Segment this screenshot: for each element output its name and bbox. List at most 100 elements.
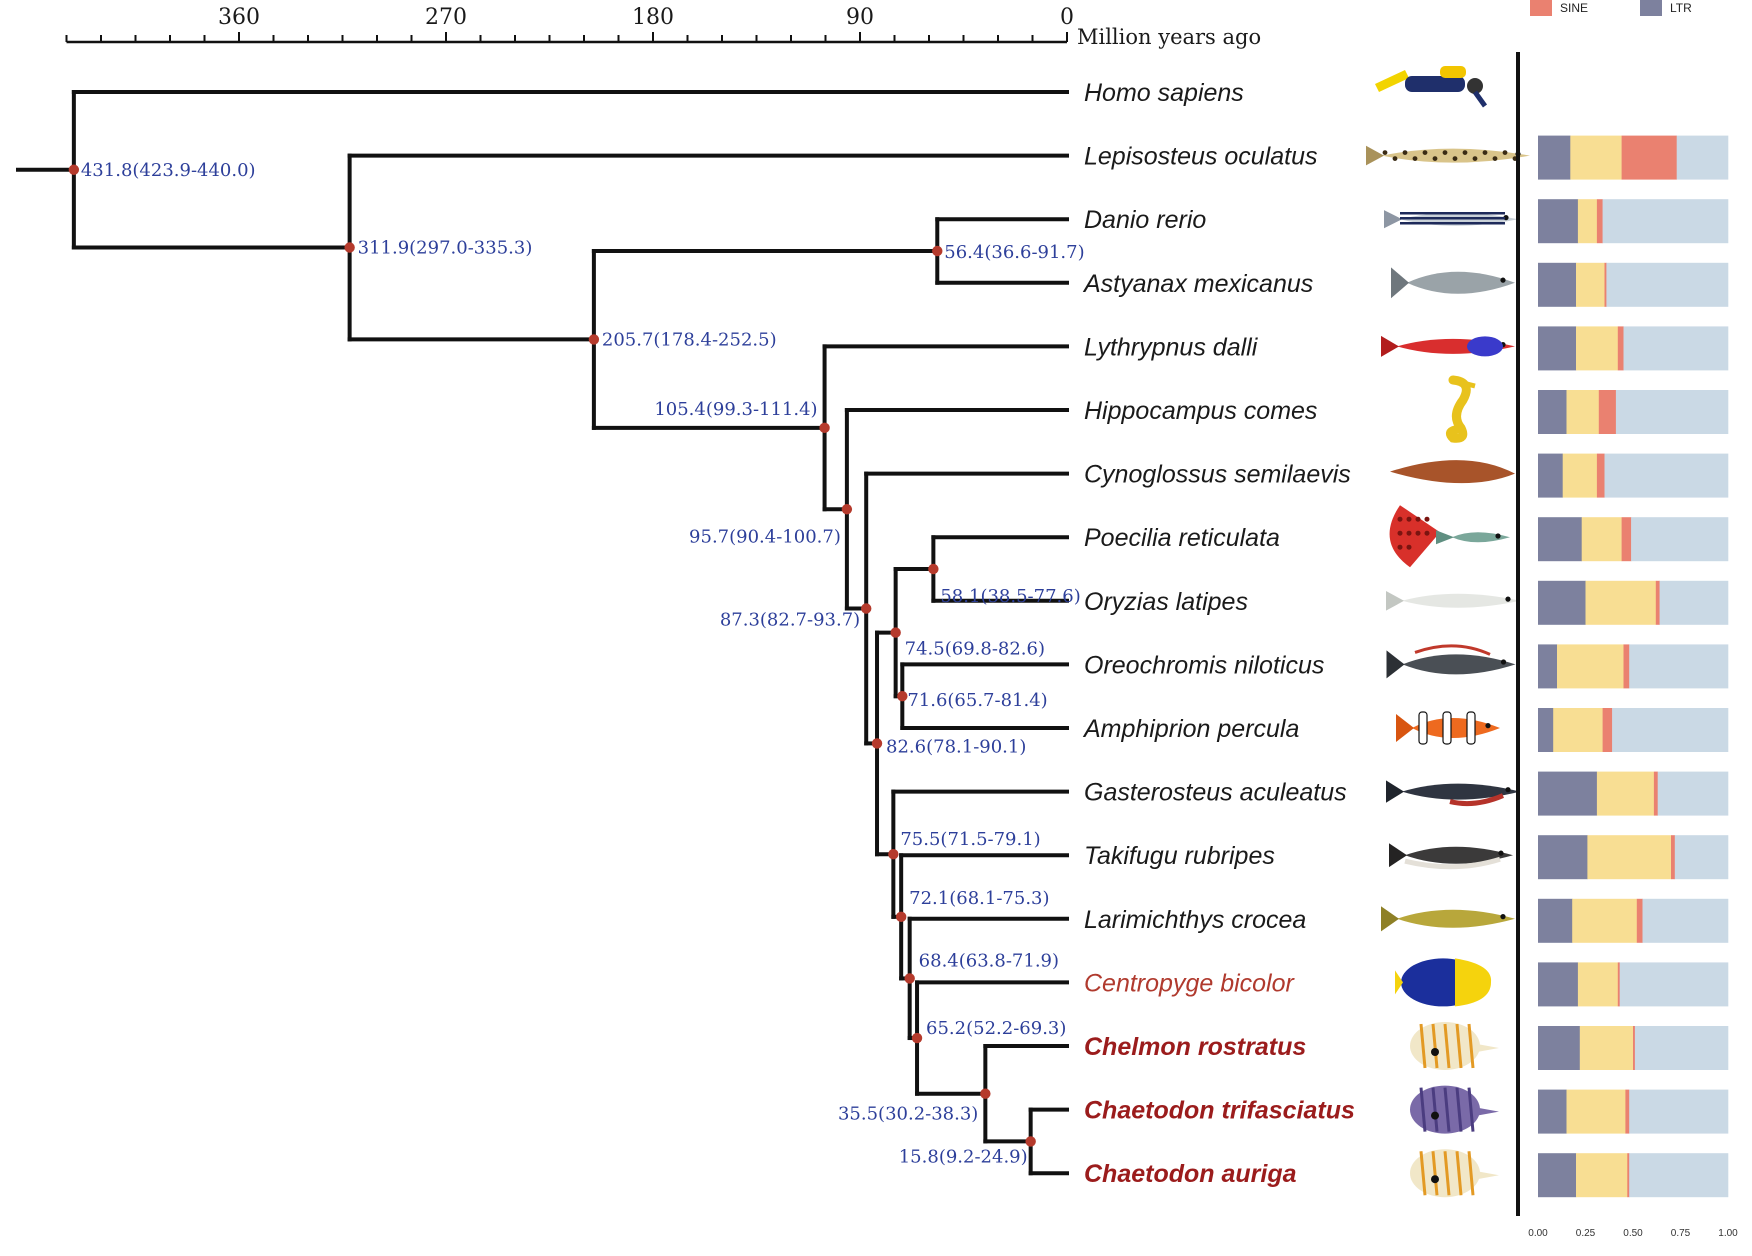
bar-segment-sine — [1598, 390, 1617, 434]
guppy-icon — [1389, 505, 1510, 568]
diver-head — [1467, 78, 1483, 94]
bar-segment-other — [1602, 199, 1729, 244]
bar-segment-other — [1629, 1089, 1729, 1134]
axis-tick-label: 0 — [1060, 5, 1074, 30]
cavefish-icon — [1391, 267, 1515, 299]
legend-swatch — [1530, 0, 1552, 16]
flipper — [1375, 70, 1409, 92]
node-marker — [819, 422, 830, 434]
bar-segment-dna — [1538, 199, 1579, 244]
white-band — [1466, 711, 1476, 745]
bar-tick-label: 0.00 — [1528, 1228, 1548, 1239]
bar-segment-other — [1629, 1153, 1729, 1198]
bar-segment-sine — [1621, 517, 1632, 562]
bar-tick-label: 0.25 — [1576, 1228, 1596, 1239]
fish-eye — [1495, 533, 1501, 539]
species-label: Oreochromis niloticus — [1084, 651, 1324, 679]
species-label: Hippocampus comes — [1084, 397, 1317, 425]
bar-segment-other — [1604, 453, 1729, 498]
species-label: Amphiprion percula — [1082, 715, 1299, 743]
node-age-label: 74.5(69.8-82.6) — [905, 639, 1045, 660]
diver-body — [1405, 76, 1465, 92]
gar-spot — [1432, 156, 1438, 162]
guppy-spot — [1406, 530, 1412, 536]
gar-spot — [1402, 150, 1408, 156]
bar-segment-line — [1587, 835, 1672, 880]
bar-segment-sine — [1602, 708, 1613, 752]
body-stripe — [1455, 1087, 1463, 1132]
bar-segment-sine — [1617, 962, 1620, 1007]
butterflyfish-body — [1410, 1149, 1480, 1198]
species-label: Centropyge bicolor — [1084, 969, 1296, 997]
bar-segment-line — [1566, 390, 1600, 434]
node-age-label: 431.8(423.9-440.0) — [81, 160, 256, 181]
bar-segment-sine — [1671, 835, 1676, 880]
snout — [1477, 1171, 1499, 1180]
guppy-spot — [1424, 516, 1430, 522]
gar-spot — [1422, 150, 1428, 156]
body-stripe — [1443, 1151, 1451, 1196]
gar-spot — [1392, 156, 1398, 162]
node-marker — [841, 504, 853, 515]
bar-segment-other — [1634, 1026, 1729, 1070]
bar-segment-line — [1553, 708, 1603, 752]
gar-spot — [1442, 150, 1448, 156]
node-age-label: 72.1(68.1-75.3) — [909, 888, 1049, 909]
angelfish-icon — [1395, 958, 1492, 1007]
node-age-label: 82.6(78.1-90.1) — [886, 736, 1026, 757]
stickleback-icon — [1386, 780, 1520, 807]
bar-segment-line — [1572, 898, 1638, 943]
body-stripe — [1419, 1151, 1427, 1196]
fish-tail — [1396, 714, 1414, 742]
bar-segment-line — [1562, 453, 1598, 498]
fish-tail — [1366, 145, 1384, 166]
fish-eye — [1505, 787, 1511, 793]
white-band — [1418, 711, 1428, 745]
legend-label: LTR — [1670, 1, 1692, 15]
gar-icon — [1366, 145, 1530, 166]
species-label: Chaetodon trifasciatus — [1084, 1097, 1355, 1125]
bar-segment-other — [1631, 517, 1729, 562]
butterflyfish-icon — [1410, 1149, 1499, 1198]
seahorse-icon — [1445, 375, 1476, 443]
fish-eye — [1500, 659, 1507, 665]
species-label: Homo sapiens — [1084, 79, 1244, 107]
node-marker — [888, 849, 899, 860]
bar-segment-other — [1612, 708, 1729, 752]
axis-tick-label: 360 — [218, 5, 260, 30]
node-marker — [68, 164, 80, 175]
seahorse-body — [1445, 375, 1471, 443]
node-marker — [861, 603, 872, 614]
node-marker — [980, 1088, 991, 1099]
fish-tail — [1381, 335, 1399, 357]
yellow-head — [1455, 958, 1492, 1007]
bar-segment-line — [1581, 517, 1622, 562]
species-label: Cynoglossus semilaevis — [1084, 461, 1351, 489]
eye-spot — [1431, 1048, 1439, 1056]
bar-segment-sine — [1625, 1089, 1630, 1134]
bar-segment-dna — [1538, 517, 1582, 562]
species-label: Chelmon rostratus — [1084, 1033, 1306, 1061]
body-stripe — [1455, 1023, 1463, 1069]
bar-segment-dna — [1538, 962, 1579, 1007]
bar-segment-dna — [1538, 644, 1558, 689]
body-stripe — [1431, 1151, 1439, 1196]
yellow-tail — [1395, 970, 1403, 995]
tonguesole-icon — [1390, 460, 1515, 484]
bar-tick-label: 0.50 — [1623, 1228, 1643, 1239]
guppy-spot — [1415, 530, 1421, 536]
bar-segment-dna — [1538, 1089, 1567, 1134]
phylogenetic-tree: 431.8(423.9-440.0)311.9(297.0-335.3)205.… — [16, 90, 1085, 1176]
fish-eye — [1500, 277, 1506, 283]
body-stripe — [1419, 1023, 1427, 1069]
gar-spot — [1472, 156, 1478, 162]
bar-segment-sine — [1623, 644, 1630, 689]
bar-segment-line — [1570, 135, 1622, 180]
node-marker — [588, 334, 600, 345]
bar-segment-line — [1576, 1153, 1628, 1198]
croaker-icon — [1381, 906, 1515, 932]
species-label: Lythrypnus dalli — [1084, 333, 1259, 361]
bar-segment-dna — [1538, 898, 1573, 943]
